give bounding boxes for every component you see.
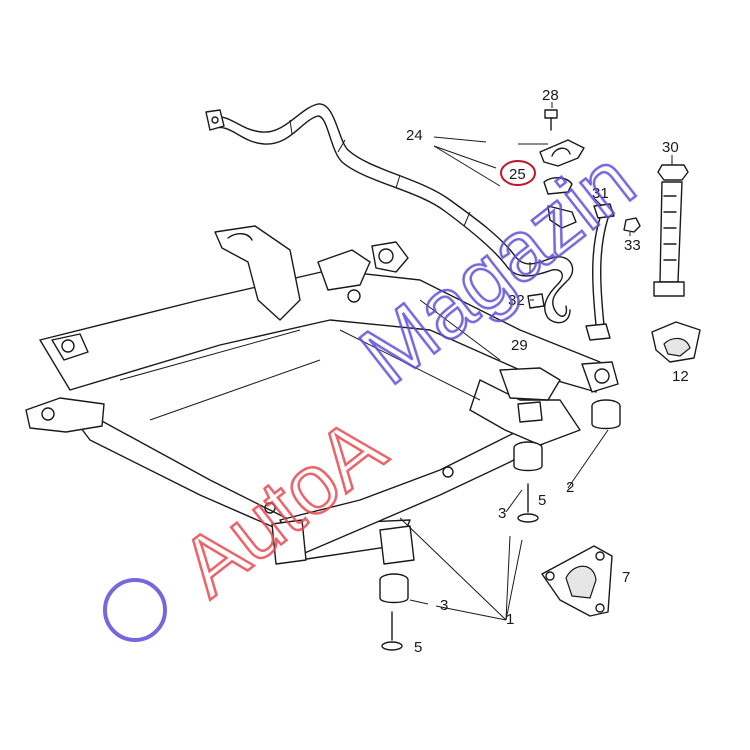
callout-labels: 24 25 28 30 31 33 32 29 12 2 3 5 7 3 1 5 [406,87,689,656]
bolt-5-lower [381,611,403,651]
bushing-3-lower [379,573,409,604]
callout-31: 31 [592,185,609,202]
callout-2: 2 [566,479,574,496]
callout-3-upper: 3 [498,505,506,522]
stabilizer-link-30 [653,164,689,297]
leader-lines [399,102,673,621]
subframe [25,225,619,565]
bushing-3-upper [513,441,543,472]
callout-25: 25 [509,166,526,183]
callout-1: 1 [506,611,514,628]
callout-25-highlight-ring [500,160,536,186]
callout-5-lower: 5 [414,639,422,656]
bracket-12 [651,321,701,363]
callout-12: 12 [672,368,689,385]
callout-30: 30 [662,139,679,156]
callout-7: 7 [622,569,630,586]
bolt-28 [544,109,558,131]
callout-29: 29 [511,337,528,354]
bushing-2 [591,399,621,430]
watermark-copyright-symbol: C [117,589,149,638]
bolt-5-upper [517,483,539,523]
brace-7 [541,545,613,617]
callout-33: 33 [624,237,641,254]
callout-32: 32 [508,292,525,309]
stabilizer-link-31 [585,203,615,341]
stabilizer-bar [205,103,574,324]
nut-32 [527,293,545,309]
callout-28: 28 [542,87,559,104]
callout-24: 24 [406,127,423,144]
nut-33 [623,217,641,233]
callout-5-upper: 5 [538,492,546,509]
watermark-copyright-circle [103,578,167,642]
bushing-clamp [539,139,585,229]
callout-3-lower: 3 [440,597,448,614]
